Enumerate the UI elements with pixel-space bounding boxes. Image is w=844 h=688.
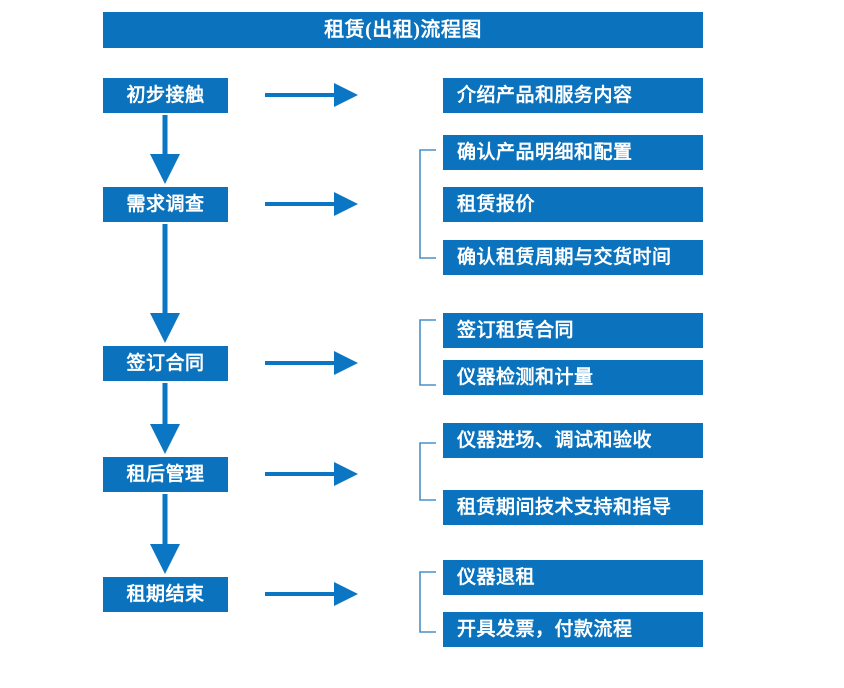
flowchart-title-banner: 租赁(出租)流程图 [103,12,703,48]
detail-label: 签订租赁合同 [457,320,575,341]
detail-label: 仪器退租 [457,567,536,588]
grouping-brackets [419,149,436,633]
stage-label: 租后管理 [126,464,205,485]
stage-box-2: 需求调查 [103,187,228,222]
stage-box-5: 租期结束 [103,577,228,612]
detail-label: 租赁报价 [457,194,536,215]
bracket-group-2 [419,149,436,259]
detail-box-8: 租赁期间技术支持和指导 [443,490,703,525]
stage-label: 初步接触 [126,85,205,106]
stage-label: 签订合同 [126,353,205,374]
detail-box-7: 仪器进场、调试和验收 [443,423,703,458]
detail-label: 租赁期间技术支持和指导 [457,497,672,518]
detail-label: 仪器进场、调试和验收 [457,430,653,451]
detail-box-3: 租赁报价 [443,187,703,222]
bracket-group-5 [419,571,436,633]
detail-box-10: 开具发票，付款流程 [443,612,703,647]
detail-box-5: 签订租赁合同 [443,313,703,348]
detail-label: 确认产品明细和配置 [457,142,633,163]
detail-box-1: 介绍产品和服务内容 [443,78,703,113]
stage-label: 需求调查 [126,194,205,215]
horizontal-arrows [265,83,358,606]
detail-label: 确认租赁周期与交货时间 [457,247,672,268]
detail-label: 仪器检测和计量 [457,367,594,388]
bracket-group-3 [419,319,436,386]
stage-box-3: 签订合同 [103,346,228,381]
stage-box-4: 租后管理 [103,457,228,492]
detail-box-6: 仪器检测和计量 [443,360,703,395]
detail-label: 介绍产品和服务内容 [457,85,633,106]
detail-box-2: 确认产品明细和配置 [443,135,703,170]
bracket-group-4 [419,442,436,501]
detail-box-4: 确认租赁周期与交货时间 [443,240,703,275]
flowchart-title-text: 租赁(出租)流程图 [324,19,482,41]
stage-box-1: 初步接触 [103,78,228,113]
detail-label: 开具发票，付款流程 [457,619,633,640]
stage-label: 租期结束 [126,584,205,605]
detail-box-9: 仪器退租 [443,560,703,595]
